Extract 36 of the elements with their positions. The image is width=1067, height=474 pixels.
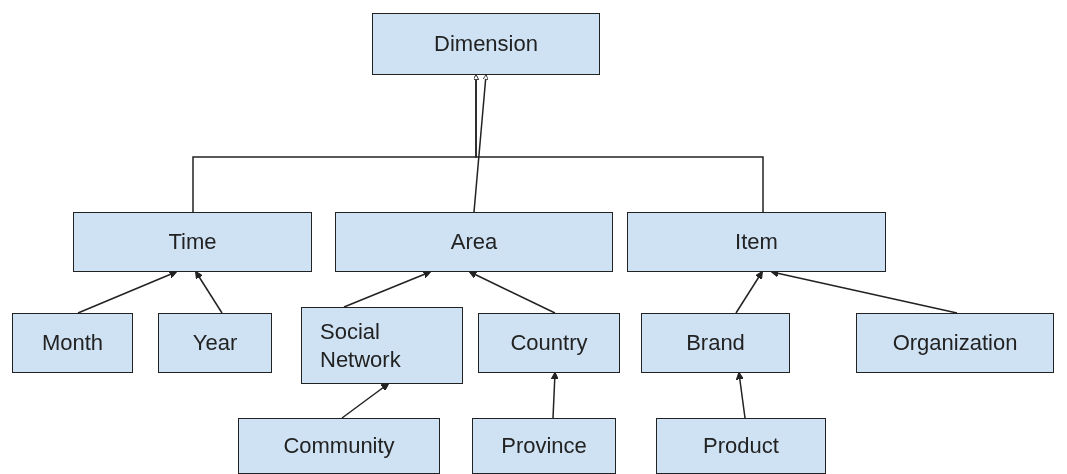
node-label: Dimension [434,30,538,58]
class-box [472,418,616,474]
class-box [158,313,272,373]
arrow [550,371,559,419]
node-label: Item [735,228,778,256]
class-box [238,418,440,474]
arrow [735,270,763,314]
node-label: Community [283,432,395,460]
class-box [301,307,463,384]
arrow [473,74,764,213]
arrow [77,270,178,314]
arrow [473,74,489,213]
class-box [641,313,790,373]
node-label: Social Network [320,318,402,373]
arrow [341,383,390,419]
class-box [627,212,886,272]
node-label: Brand [686,329,745,357]
class-box [856,313,1054,373]
arrow [735,371,746,419]
node-label: Province [501,432,587,460]
class-box [73,212,312,272]
class-box [656,418,826,474]
class-box [478,313,620,373]
node-label: Time [168,228,217,256]
node-label: Month [41,329,104,357]
arrow [343,270,432,308]
node-label: Area [450,228,498,256]
class-box [12,313,133,373]
node-label: Product [703,432,779,460]
node-label: Country [510,329,588,357]
arrow [195,270,223,314]
class-box [372,13,600,75]
class-box [335,212,613,272]
node-label: Organization [892,329,1018,357]
node-label: Year [192,329,238,357]
arrow [468,271,556,314]
